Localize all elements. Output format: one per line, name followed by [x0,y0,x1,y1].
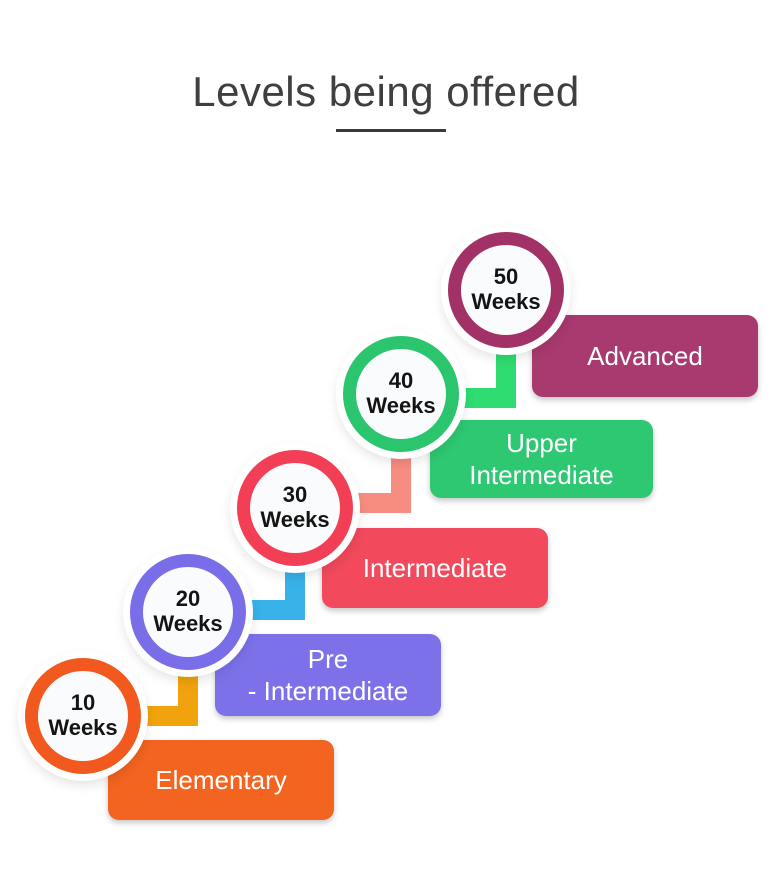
circle-30-weeks-text: 30 Weeks [260,482,330,532]
circle-20-weeks-text: 20 Weeks [153,586,223,636]
circle-50-weeks: 50 Weeks [448,232,564,348]
circle-50-weeks-text: 50 Weeks [471,264,541,314]
level-label-pre-intermediate: Pre - Intermediate [247,643,409,707]
level-label-elementary: Elementary [155,764,287,795]
level-box-elementary: Elementary [108,740,334,820]
level-label-upper-intermediate: Upper Intermediate [469,427,614,491]
title-underline [336,129,446,132]
circle-40-weeks: 40 Weeks [343,336,459,452]
level-label-intermediate: Intermediate [362,552,508,583]
level-box-intermediate: Intermediate [322,528,548,608]
level-box-upper-intermediate: Upper Intermediate [430,420,653,498]
circle-30-weeks: 30 Weeks [237,450,353,566]
circle-40-weeks-text: 40 Weeks [366,368,436,418]
level-label-advanced: Advanced [587,340,703,371]
level-box-advanced: Advanced [532,315,758,397]
level-box-pre-intermediate: Pre - Intermediate [215,634,441,716]
circle-10-weeks-text: 10 Weeks [48,690,118,740]
page-title: Levels being offered [192,68,580,115]
circle-20-weeks: 20 Weeks [130,554,246,670]
circle-10-weeks: 10 Weeks [25,658,141,774]
